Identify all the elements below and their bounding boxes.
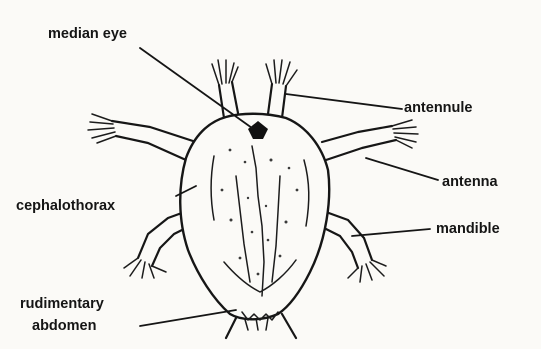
label-abdomen: abdomen [32, 318, 96, 334]
antenna-pointer [366, 158, 438, 180]
label-median-eye: median eye [48, 26, 127, 42]
label-mandible: mandible [436, 221, 500, 237]
label-antenna: antenna [442, 174, 499, 190]
antennule-pointer [286, 94, 402, 109]
left-antenna [88, 114, 196, 160]
right-mandible [320, 212, 386, 282]
rudimentary-abdomen-pointer [140, 310, 236, 326]
label-rudimentary: rudimentary [20, 296, 104, 312]
mandible-pointer [352, 229, 430, 236]
right-antennule [266, 60, 297, 118]
right-antenna [322, 120, 418, 160]
median-eye-pointer [140, 48, 252, 128]
label-cephalothorax: cephalothorax [16, 198, 115, 214]
label-antennule: antennule [404, 100, 472, 116]
